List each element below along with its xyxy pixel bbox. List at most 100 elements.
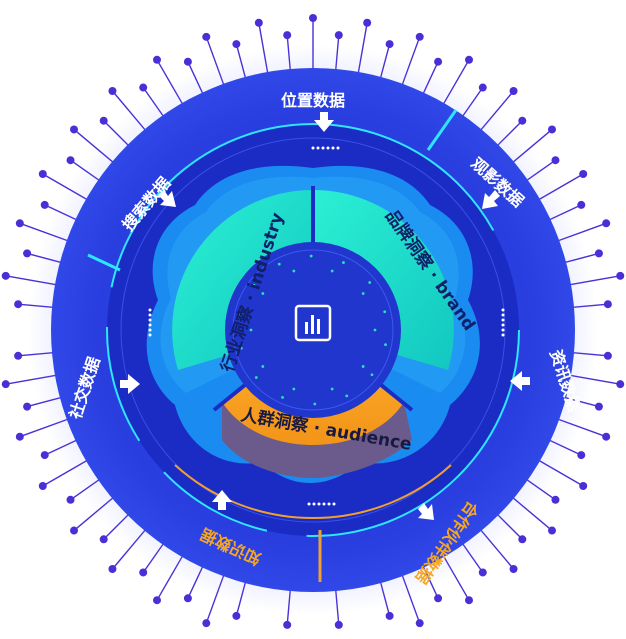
pin-head: [202, 32, 211, 41]
arrow-icon-top-right: [482, 190, 500, 209]
pin-head: [14, 300, 23, 309]
separator-line-2: [87, 253, 121, 272]
arrow-icon-left: [120, 374, 140, 394]
pin-head: [309, 14, 317, 22]
dots-top: [311, 146, 340, 150]
pin-head: [232, 611, 241, 620]
pin-head: [202, 619, 211, 628]
pin-head: [40, 200, 49, 209]
core-dots: [239, 254, 387, 406]
pin-head: [518, 116, 527, 125]
pin-head: [603, 300, 612, 309]
pin-head: [99, 116, 108, 125]
pin-head: [283, 31, 292, 40]
pin-head: [577, 451, 586, 460]
pin-head: [23, 402, 32, 411]
dots-right: [501, 308, 505, 337]
pin-head: [69, 125, 78, 134]
pin-head: [579, 482, 588, 490]
pin-head: [66, 156, 75, 165]
middle-ring-outline: [106, 123, 520, 537]
orange-accent-arc: [174, 464, 452, 520]
bar-chart-icon: [294, 304, 332, 342]
pin-head: [15, 432, 24, 441]
pin-head: [99, 535, 108, 544]
core-dot: [330, 387, 334, 391]
arrow-icon-bottom: [212, 490, 232, 510]
pin-head: [594, 249, 603, 258]
pin-head: [334, 620, 343, 629]
inner-ring-outline: [120, 137, 506, 523]
pin-head: [14, 351, 23, 360]
pin-head: [1, 271, 10, 280]
pin-head: [232, 40, 241, 49]
pin-head: [38, 482, 47, 490]
pin-head: [254, 18, 263, 27]
pin-head: [594, 402, 603, 411]
pin-head: [434, 57, 443, 66]
pin-head: [548, 526, 557, 535]
pin-head: [183, 57, 192, 66]
pin-head: [548, 125, 557, 134]
core-dot: [239, 346, 243, 350]
pin-head: [38, 170, 47, 178]
arrow-icon-bottom-right: [418, 503, 434, 520]
pin-head: [616, 271, 625, 280]
pin-head: [465, 596, 473, 605]
pin-head: [139, 83, 148, 92]
core-dot: [345, 394, 349, 398]
pin-head: [602, 432, 611, 441]
ellipsis-markers: [148, 146, 505, 506]
pin-head: [108, 565, 117, 574]
pin-head: [551, 156, 560, 165]
pin-head: [602, 219, 611, 228]
pin-head: [363, 18, 372, 27]
pin-head: [66, 495, 75, 504]
pin-head: [415, 619, 424, 628]
core-dot: [292, 269, 296, 273]
pin-head: [415, 32, 424, 41]
dots-left: [148, 308, 152, 337]
core-dot: [361, 365, 365, 368]
pin-head: [577, 200, 586, 209]
arrow-icon-top-left: [158, 190, 176, 207]
pin-head: [334, 31, 343, 40]
pin-head: [153, 55, 161, 64]
core-dot: [383, 310, 387, 314]
core-dot: [342, 261, 345, 264]
pin-head: [385, 40, 394, 49]
core-dot: [261, 365, 265, 368]
pin-head: [385, 611, 394, 620]
pin-head: [1, 380, 10, 389]
pin-head: [509, 86, 518, 95]
pin-head: [108, 86, 117, 95]
pin-head: [603, 351, 612, 360]
pin-head: [478, 568, 487, 577]
core-dot: [373, 328, 377, 332]
core-dot: [254, 376, 258, 379]
core-dot: [330, 269, 334, 273]
core-dot: [249, 328, 253, 332]
core-dot: [292, 387, 296, 391]
core-dot: [252, 283, 256, 287]
pin-head: [15, 219, 24, 228]
core-dot: [384, 343, 387, 347]
pin-head: [551, 495, 560, 504]
core-dot: [261, 292, 265, 295]
pin-head: [465, 55, 473, 64]
pin-head: [518, 535, 527, 544]
inward-arrows: [120, 112, 530, 520]
pin-head: [183, 594, 192, 603]
core-dot: [309, 254, 313, 258]
pin-head: [40, 451, 49, 460]
pin-head: [69, 526, 78, 535]
arrow-icon-top: [314, 112, 334, 132]
pin-head: [139, 568, 148, 577]
core-dot: [239, 313, 242, 317]
core-ring: [232, 249, 394, 411]
pin-head: [478, 83, 487, 92]
pin-head: [579, 170, 588, 178]
core-dot: [361, 292, 365, 295]
pin-head: [153, 596, 161, 605]
